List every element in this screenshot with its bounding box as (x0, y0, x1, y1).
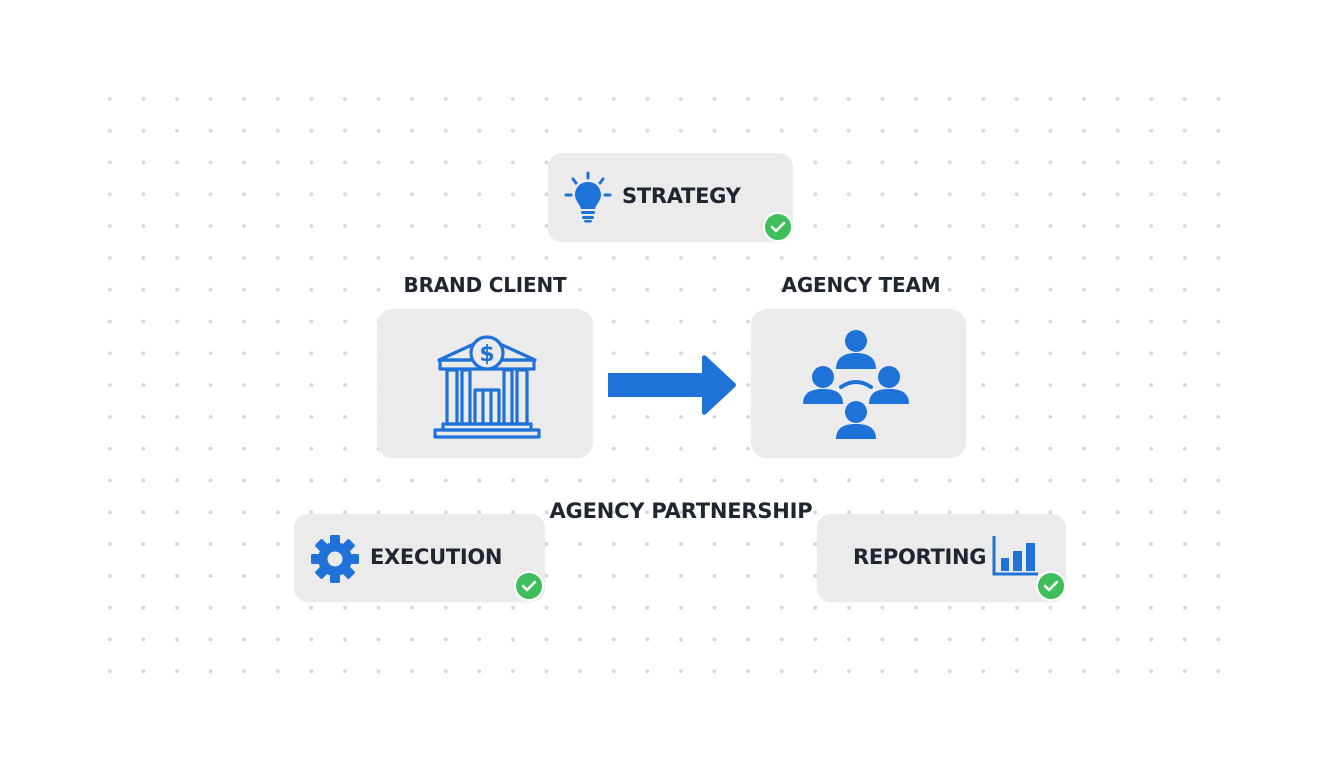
diagram-title: AGENCY PARTNERSHIP (549, 499, 813, 523)
step-label-reporting: REPORTING (853, 545, 987, 569)
lightbulb-icon (564, 171, 612, 223)
step-card-strategy: STRATEGY (548, 153, 793, 242)
bank-dollar-icon: $ (431, 330, 543, 440)
team-network-icon (803, 327, 909, 439)
check-icon (1036, 571, 1066, 601)
step-card-execution: EXECUTION (294, 514, 545, 602)
arrow-right-icon (606, 354, 738, 416)
step-label-strategy: STRATEGY (622, 184, 741, 208)
check-icon (514, 571, 544, 601)
node-heading-agency-team: AGENCY TEAM (781, 273, 941, 297)
svg-text:$: $ (479, 342, 494, 367)
bar-chart-icon (992, 534, 1040, 578)
step-label-execution: EXECUTION (370, 545, 503, 569)
check-icon (763, 212, 793, 242)
node-card-brand-client: $ (377, 309, 593, 458)
node-heading-brand-client: BRAND CLIENT (403, 273, 567, 297)
node-card-agency-team (751, 309, 966, 458)
gear-icon (311, 535, 359, 583)
step-card-reporting: REPORTING (817, 514, 1066, 602)
